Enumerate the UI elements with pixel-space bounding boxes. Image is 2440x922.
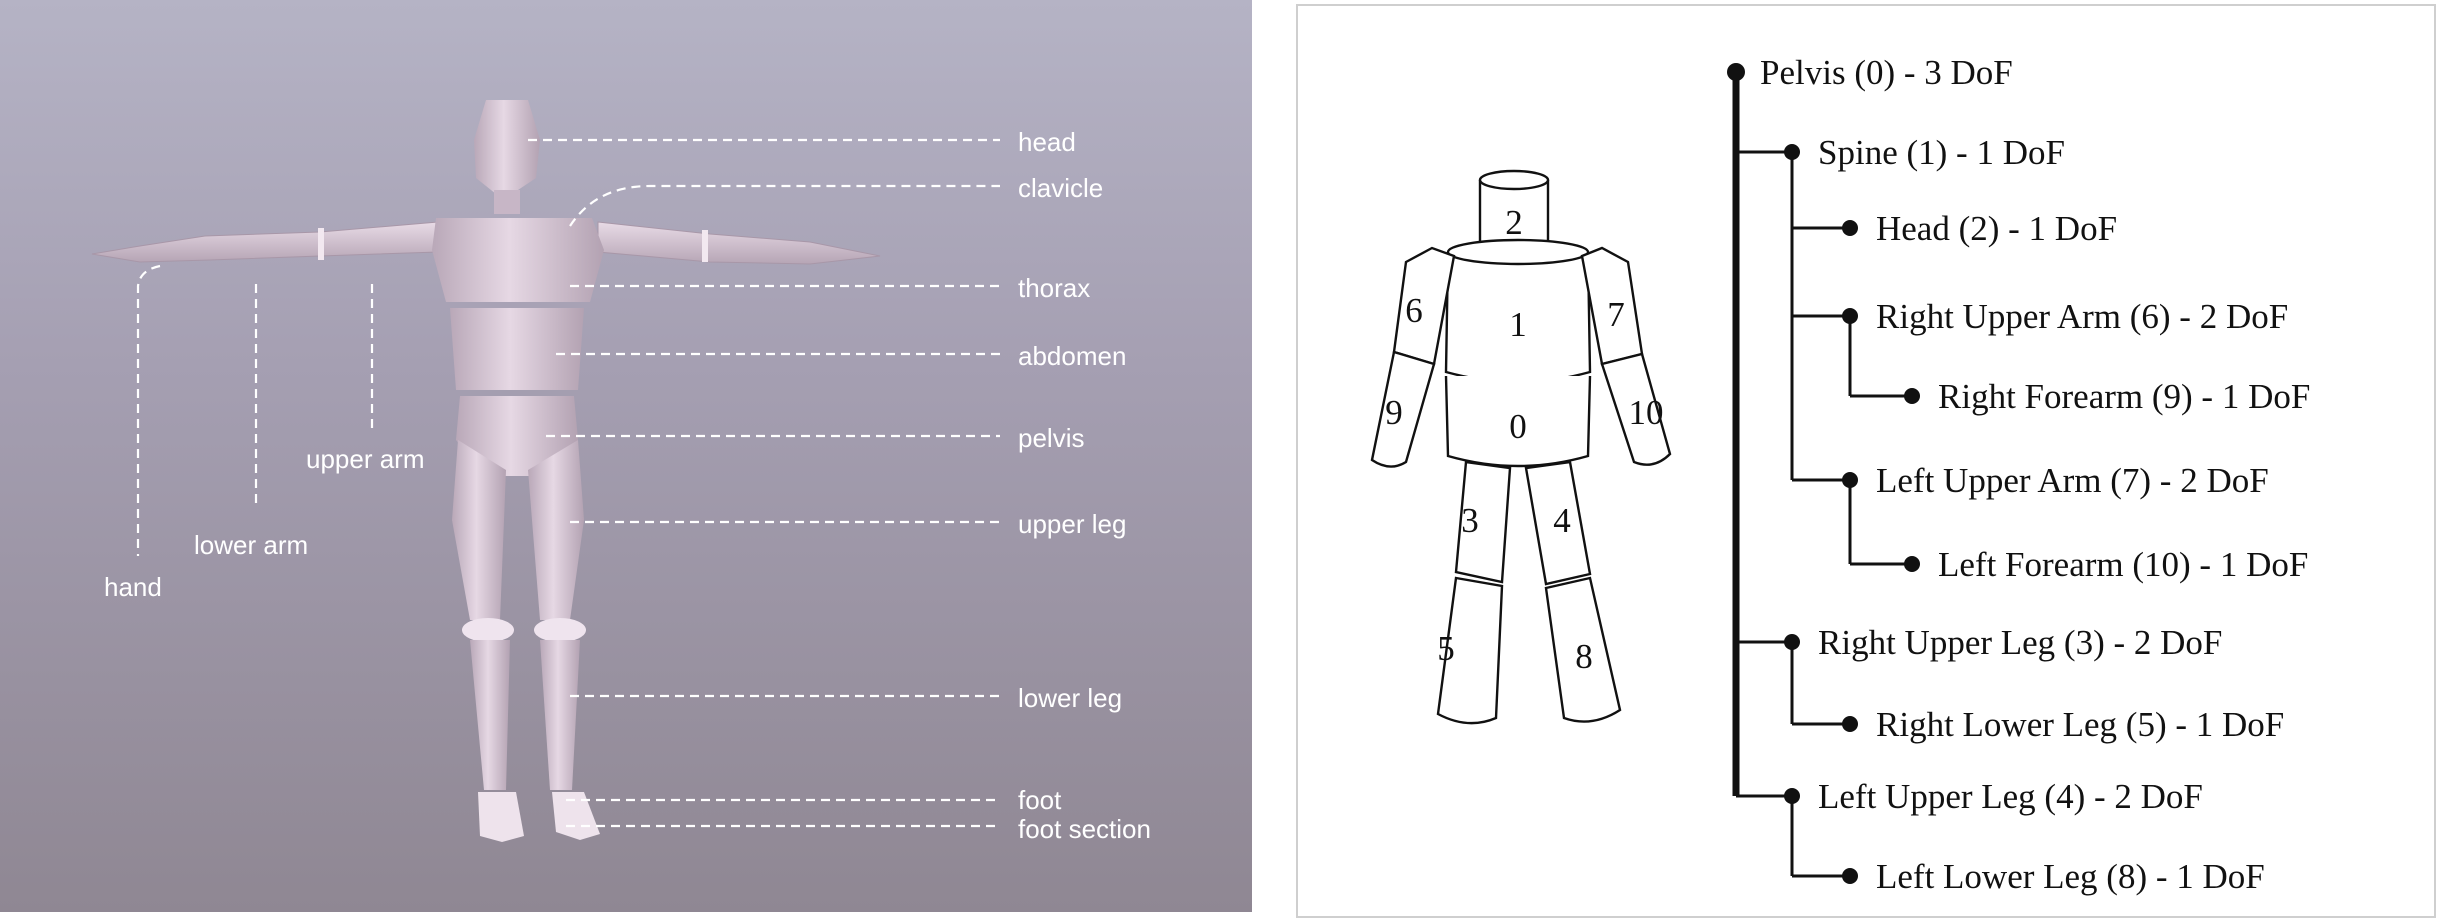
label-hand: hand — [104, 572, 162, 602]
right-knee-shape — [462, 618, 514, 642]
node-left-upper-leg — [1784, 788, 1800, 804]
segment-1 — [1444, 238, 1592, 384]
right-arm-shape — [597, 221, 881, 265]
segment-label-8: 8 — [1575, 637, 1593, 676]
node-right-upper-leg — [1784, 634, 1800, 650]
left-knee-shape — [534, 618, 586, 642]
head-shape — [474, 100, 540, 194]
segment-label-2: 2 — [1505, 203, 1523, 242]
segment-0 — [1444, 375, 1592, 468]
tree-label-right-upper-arm: Right Upper Arm (6) - 2 DoF — [1876, 297, 2288, 336]
left-elbow-joint — [318, 228, 324, 260]
labels: head clavicle thorax abdomen pelvis uppe… — [104, 127, 1151, 844]
right-foot-shape — [478, 792, 524, 842]
label-upper-arm: upper arm — [306, 444, 425, 474]
abdomen-shape — [450, 308, 584, 390]
left-shin-shape — [540, 640, 580, 790]
label-leaders — [136, 138, 1000, 828]
mannequin-body — [91, 100, 881, 842]
label-head: head — [1018, 127, 1076, 157]
label-foot: foot — [1018, 785, 1062, 815]
clavicle-leader — [569, 184, 1000, 227]
segment-8 — [1544, 576, 1622, 723]
label-pelvis: pelvis — [1018, 423, 1084, 453]
right-thigh-shape — [452, 440, 506, 620]
segment-label-3: 3 — [1461, 501, 1479, 540]
thorax-shape — [432, 218, 604, 302]
label-foot-section: foot section — [1018, 814, 1151, 844]
node-right-upper-arm — [1842, 308, 1858, 324]
left-thigh-shape — [528, 440, 584, 620]
tree-label-right-forearm: Right Forearm (9) - 1 DoF — [1938, 377, 2310, 416]
left-arm-shape — [91, 221, 439, 263]
mannequin-svg: head clavicle thorax abdomen pelvis uppe… — [91, 100, 1151, 844]
node-left-forearm — [1904, 556, 1920, 572]
tree-label-left-lower-leg: Left Lower Leg (8) - 1 DoF — [1876, 857, 2265, 896]
tree-label-right-lower-leg: Right Lower Leg (5) - 1 DoF — [1876, 705, 2284, 744]
node-spine — [1784, 144, 1800, 160]
hand-leader — [136, 264, 161, 556]
tree-nodes — [1727, 63, 1920, 884]
label-upper-leg: upper leg — [1018, 509, 1126, 539]
tree-label-pelvis: Pelvis (0) - 3 DoF — [1760, 53, 2013, 92]
left-foot-shape — [552, 792, 600, 840]
tree-labels: Pelvis (0) - 3 DoF Spine (1) - 1 DoF Hea… — [1760, 53, 2310, 896]
segment-label-7: 7 — [1607, 295, 1625, 334]
node-left-lower-leg — [1842, 868, 1858, 884]
node-right-forearm — [1904, 388, 1920, 404]
right-shin-shape — [470, 640, 510, 790]
tree-label-left-upper-leg: Left Upper Leg (4) - 2 DoF — [1818, 777, 2203, 816]
label-thorax: thorax — [1018, 273, 1090, 303]
tree-label-right-upper-leg: Right Upper Leg (3) - 2 DoF — [1818, 623, 2222, 662]
segment-label-4: 4 — [1553, 501, 1571, 540]
segment-figure — [1370, 169, 1672, 725]
segment-label-5: 5 — [1437, 629, 1455, 668]
right-elbow-joint — [702, 230, 708, 262]
kinematic-svg: 2 1 0 6 9 7 10 3 4 5 8 — [1370, 53, 2310, 896]
mannequin-panel: head clavicle thorax abdomen pelvis uppe… — [0, 0, 1252, 912]
tree-lines — [1732, 72, 1912, 878]
segment-numbers: 2 1 0 6 9 7 10 3 4 5 8 — [1385, 203, 1663, 676]
segment-3 — [1454, 460, 1512, 584]
label-lower-leg: lower leg — [1018, 683, 1122, 713]
segment-label-10: 10 — [1629, 393, 1664, 432]
tree-label-head: Head (2) - 1 DoF — [1876, 209, 2117, 248]
label-clavicle: clavicle — [1018, 173, 1103, 203]
segment-5 — [1436, 576, 1504, 725]
neck-shape — [494, 190, 520, 214]
segment-label-1: 1 — [1509, 305, 1527, 344]
kinematic-panel: 2 1 0 6 9 7 10 3 4 5 8 — [1296, 4, 2436, 918]
segment-4 — [1524, 460, 1592, 586]
tree-label-left-upper-arm: Left Upper Arm (7) - 2 DoF — [1876, 461, 2269, 500]
node-head — [1842, 220, 1858, 236]
segment-label-0: 0 — [1509, 407, 1527, 446]
pelvis-shape — [456, 396, 578, 476]
node-left-upper-arm — [1842, 472, 1858, 488]
label-abdomen: abdomen — [1018, 341, 1126, 371]
tree-label-spine: Spine (1) - 1 DoF — [1818, 133, 2065, 172]
tree-label-left-forearm: Left Forearm (10) - 1 DoF — [1938, 545, 2308, 584]
segment-9 — [1370, 350, 1436, 468]
segment-7 — [1580, 246, 1644, 366]
segment-label-9: 9 — [1385, 393, 1403, 432]
node-pelvis — [1727, 63, 1745, 81]
segment-10 — [1600, 352, 1672, 466]
segment-6 — [1392, 246, 1456, 366]
node-right-lower-leg — [1842, 716, 1858, 732]
label-lower-arm: lower arm — [194, 530, 308, 560]
segment-label-6: 6 — [1405, 291, 1423, 330]
